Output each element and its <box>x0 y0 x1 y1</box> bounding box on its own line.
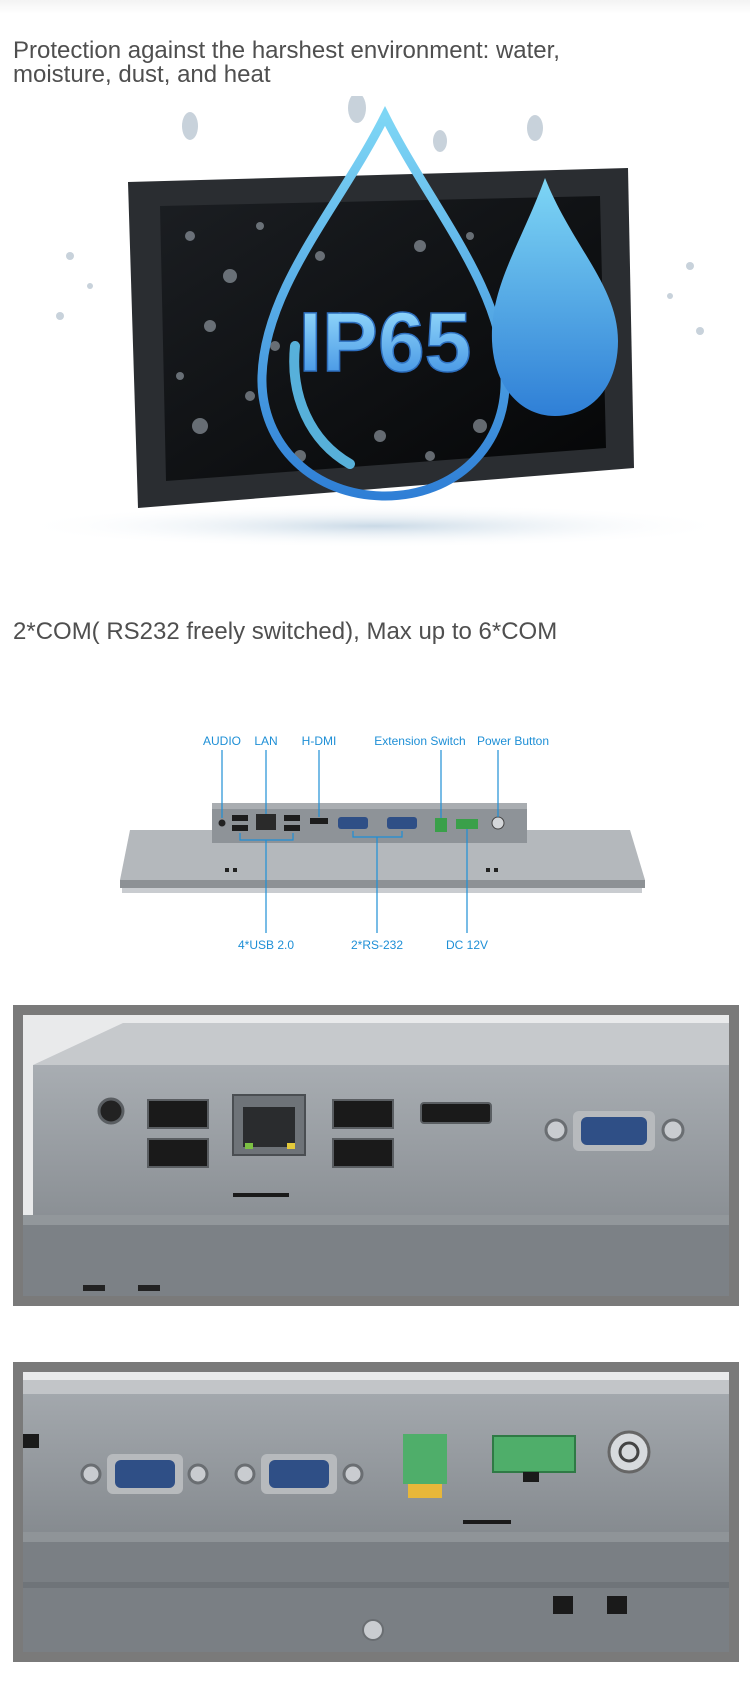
label-extension-switch: Extension Switch <box>374 734 465 748</box>
label-dc12v: DC 12V <box>446 938 488 952</box>
right-io-closeup-photo <box>13 1362 739 1662</box>
waterproof-heading: Protection against the harshest environm… <box>13 37 560 88</box>
water-surface <box>15 504 735 548</box>
label-usb: 4*USB 2.0 <box>238 938 294 952</box>
label-lan: LAN <box>254 734 277 748</box>
ip65-badge-text: IP65 <box>299 295 472 389</box>
label-rs232: 2*RS-232 <box>351 938 403 952</box>
splash-droplets <box>56 96 704 335</box>
label-audio: AUDIO <box>203 734 241 748</box>
label-hdmi: H-DMI <box>302 734 337 748</box>
left-io-closeup-photo <box>13 1005 739 1306</box>
drop-outline-icon <box>257 105 510 501</box>
water-drop-icon <box>491 178 618 416</box>
top-shadow-bar <box>0 0 750 14</box>
ip65-waterproof-illustration: IP65 <box>15 96 735 548</box>
label-power-button: Power Button <box>477 734 549 748</box>
com-ports-heading: 2*COM( RS232 freely switched), Max up to… <box>13 618 558 645</box>
io-port-diagram: AUDIO LAN H-DMI Extension Switch Power B… <box>120 734 645 952</box>
monitor-screen <box>160 196 606 481</box>
